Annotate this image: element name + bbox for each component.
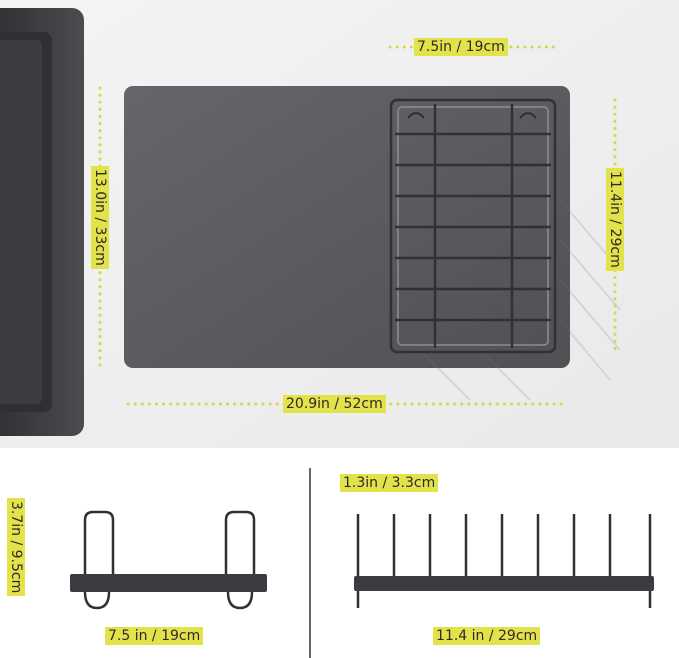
label-slot-spacing: 1.3in / 3.3cm [340,474,439,492]
rack-side-view [70,510,267,610]
label-mat-width: 20.9in / 52cm [283,395,386,413]
label-rack-length-side: 11.4in / 29cm [606,168,624,271]
countertop-photo [0,0,679,448]
label-rack-height-side: 3.7in / 9.5cm [7,498,25,597]
label-rack-width-side: 7.5 in / 19cm [105,627,204,645]
rack-front-view [354,514,654,608]
label-mat-height: 13.0in / 33cm [91,166,109,269]
drying-mat [124,86,570,368]
label-rack-length-front: 11.4 in / 29cm [433,627,541,645]
label-rack-width-top: 7.5in / 19cm [414,38,508,56]
dish-rack-top-view [389,98,557,354]
